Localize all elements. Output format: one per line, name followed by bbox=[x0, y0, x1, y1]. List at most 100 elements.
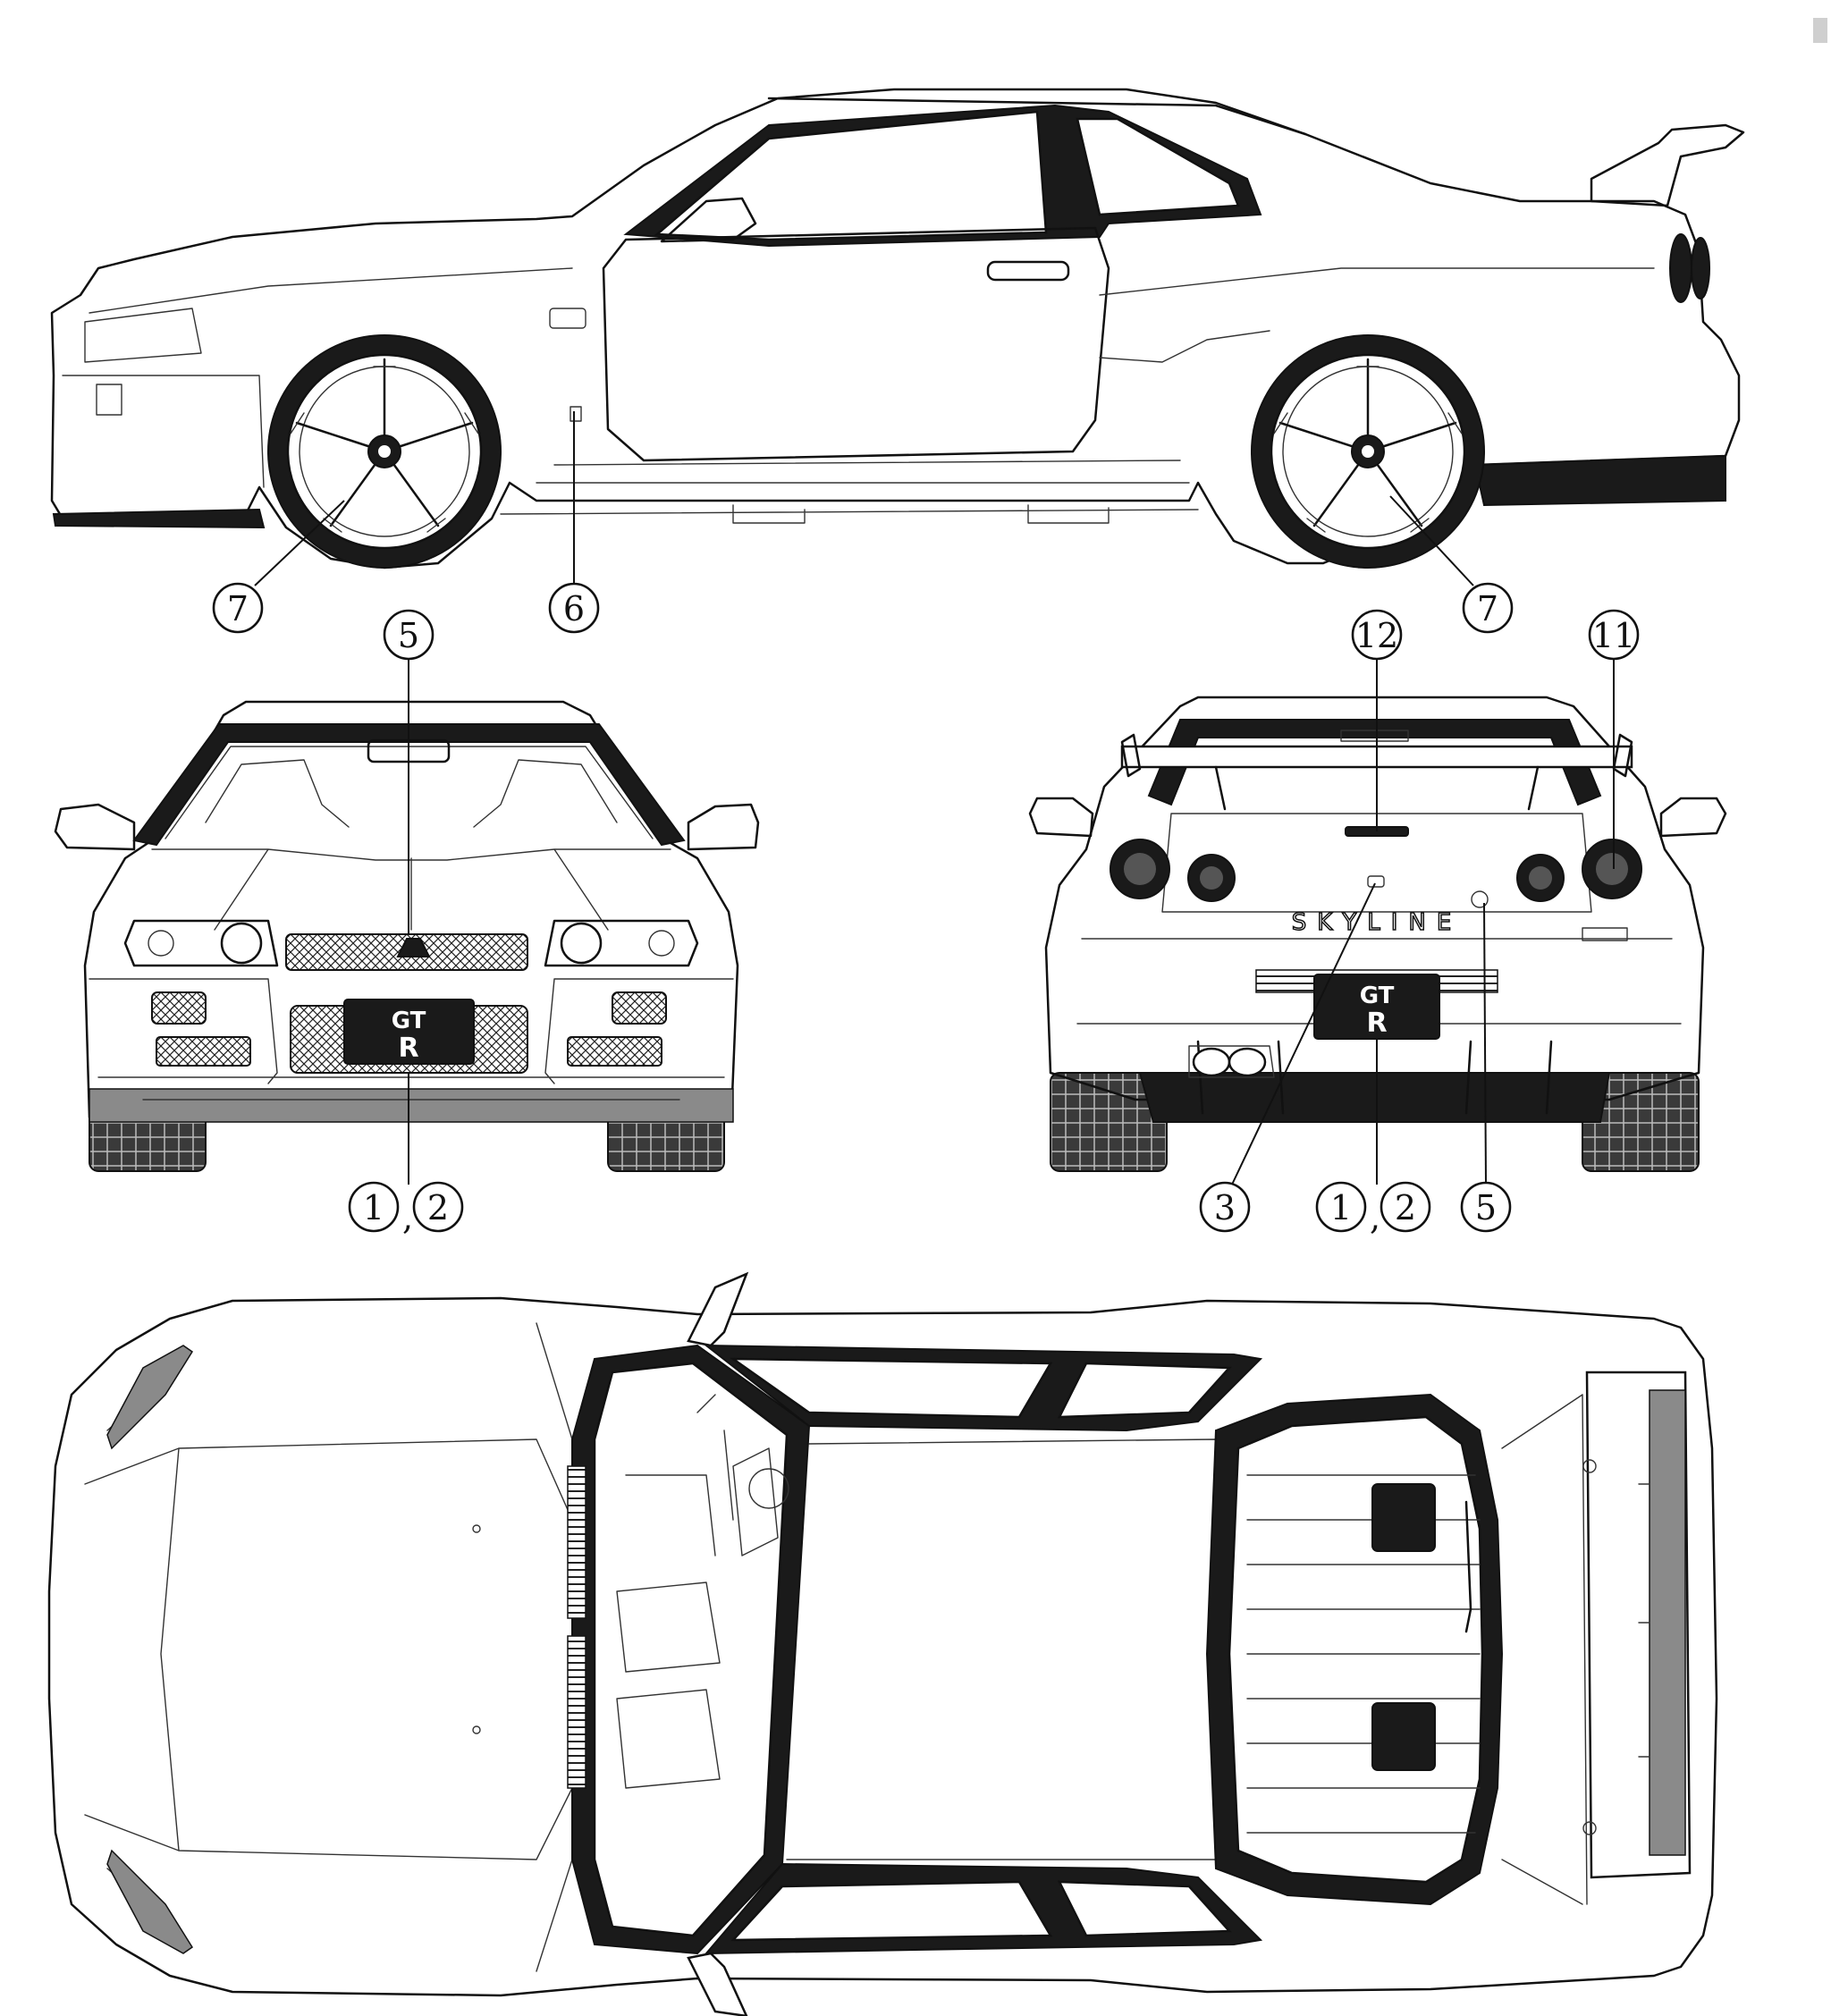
front-plate-line2: R bbox=[398, 1033, 418, 1064]
rear-view: SKYLINE GT R bbox=[1028, 657, 1727, 1185]
front-bumper-lines bbox=[89, 978, 734, 1084]
top-rear-speaker-right bbox=[1371, 1702, 1436, 1771]
callout-label: 2 bbox=[1395, 1188, 1416, 1227]
rear-plate-line1: GT bbox=[1360, 983, 1395, 1009]
front-hood-lines bbox=[151, 848, 671, 931]
front-left-mirror bbox=[54, 803, 136, 851]
side-front-bumper bbox=[62, 375, 265, 488]
top-hood-lines bbox=[84, 1322, 573, 1972]
callout-label: 5 bbox=[398, 616, 419, 655]
side-underbody bbox=[500, 504, 1199, 524]
top-rear-window bbox=[1228, 1415, 1484, 1884]
rear-trunk-lock bbox=[1367, 875, 1385, 888]
top-right-dash-vent bbox=[567, 1635, 586, 1789]
top-rear-wiper bbox=[1464, 1500, 1472, 1633]
rear-right-taillights bbox=[1516, 839, 1642, 902]
top-right-mirror bbox=[687, 1952, 748, 2016]
side-roof-line bbox=[767, 97, 1307, 136]
rear-name-badge: SKYLINE bbox=[1292, 909, 1463, 936]
side-taillight-a bbox=[1669, 233, 1692, 303]
callout-label: 11 bbox=[1592, 616, 1635, 655]
front-view: GT R bbox=[54, 657, 760, 1185]
side-view bbox=[50, 88, 1745, 586]
top-steering-wheel bbox=[748, 1468, 789, 1509]
front-right-mirror bbox=[687, 803, 760, 851]
callout-label: 2 bbox=[427, 1188, 449, 1227]
rear-exhaust-right bbox=[1228, 1047, 1267, 1077]
callout-front-bottom: 1 , 2 bbox=[348, 1181, 464, 1237]
top-body-outline bbox=[47, 1296, 1718, 1997]
side-marker-light bbox=[549, 308, 586, 329]
rear-plate-line2: R bbox=[1366, 1008, 1387, 1039]
callout-rear-top-left: 12 bbox=[1351, 609, 1403, 661]
rear-grade-badge bbox=[1582, 927, 1628, 941]
front-splitter bbox=[89, 1088, 734, 1123]
callout-label: 6 bbox=[563, 589, 585, 628]
side-headlight bbox=[84, 308, 202, 363]
side-taillight-b bbox=[1691, 237, 1710, 299]
side-rear-wing bbox=[1590, 123, 1745, 207]
top-right-headlight bbox=[106, 1849, 194, 1954]
side-body-outline bbox=[50, 88, 1741, 569]
side-mirror bbox=[660, 197, 757, 243]
front-left-headlight bbox=[123, 919, 279, 967]
side-sill-line bbox=[536, 460, 1190, 484]
rear-diffuser bbox=[1138, 1072, 1611, 1123]
top-view bbox=[47, 1271, 1718, 2016]
callout-label: 3 bbox=[1214, 1188, 1236, 1227]
top-roof bbox=[786, 1438, 1221, 1860]
top-interior-seats bbox=[616, 1394, 779, 1789]
callout-label: 1 bbox=[1330, 1188, 1352, 1227]
top-left-dash-vent bbox=[567, 1465, 586, 1619]
side-rear-diffuser bbox=[1473, 454, 1726, 507]
rear-center-brake-light bbox=[1340, 730, 1409, 742]
callout-separator: , bbox=[1370, 1198, 1380, 1237]
callout-label: 5 bbox=[1475, 1188, 1497, 1227]
side-door bbox=[602, 226, 1110, 462]
rear-right-mirror bbox=[1659, 797, 1727, 838]
callout-rear-top-right: 11 bbox=[1588, 609, 1640, 661]
top-rear-wing-trailing-edge bbox=[1649, 1389, 1686, 1856]
callout-rear-bottom-3: 5 bbox=[1460, 1181, 1512, 1233]
rear-left-taillights bbox=[1110, 839, 1236, 902]
side-front-foglight bbox=[96, 384, 122, 416]
side-rear-fender bbox=[1099, 330, 1270, 363]
rear-window-frame bbox=[1147, 719, 1602, 806]
callout-rear-bottom-2: 1 , 2 bbox=[1315, 1181, 1431, 1237]
top-trunk-lines bbox=[1501, 1394, 1588, 1905]
callout-separator: , bbox=[402, 1198, 413, 1237]
front-plate-line1: GT bbox=[392, 1008, 426, 1034]
side-front-window bbox=[654, 110, 1048, 241]
front-grille-emblem bbox=[396, 938, 431, 957]
side-rear-wheel bbox=[1251, 334, 1485, 569]
callout-side-rear-wheel: 7 bbox=[1462, 582, 1514, 634]
front-license-plate bbox=[343, 999, 475, 1065]
rear-exhaust-left bbox=[1192, 1047, 1231, 1077]
front-body-outline bbox=[83, 700, 739, 1119]
front-seat-outlines bbox=[205, 759, 618, 828]
callout-label: 7 bbox=[1477, 589, 1498, 628]
rear-body-outline bbox=[1044, 696, 1705, 1101]
callout-side-door-marker: 6 bbox=[548, 582, 600, 634]
top-cabin-interior bbox=[593, 1362, 789, 1937]
top-rear-speaker-left bbox=[1371, 1483, 1436, 1552]
rear-left-mirror bbox=[1028, 797, 1094, 838]
front-left-intake bbox=[156, 1036, 251, 1067]
rear-wing-struts bbox=[1214, 765, 1540, 811]
side-front-wheel bbox=[267, 334, 502, 569]
side-front-lip bbox=[52, 508, 266, 529]
front-right-foglight bbox=[612, 991, 667, 1025]
front-right-headlight bbox=[544, 919, 699, 967]
side-door-handle bbox=[986, 260, 1070, 282]
scan-edge-mark bbox=[1813, 18, 1827, 43]
top-rear-window-defroster bbox=[1246, 1474, 1481, 1834]
callout-label: 12 bbox=[1355, 616, 1398, 655]
callout-front-top: 5 bbox=[383, 609, 435, 661]
front-windshield-frame bbox=[132, 723, 686, 847]
top-left-headlight bbox=[106, 1345, 194, 1450]
side-rear-window bbox=[1076, 117, 1240, 216]
side-shoulder-line bbox=[89, 267, 1655, 314]
top-left-mirror bbox=[687, 1271, 749, 1347]
side-fender-vent bbox=[570, 406, 582, 422]
